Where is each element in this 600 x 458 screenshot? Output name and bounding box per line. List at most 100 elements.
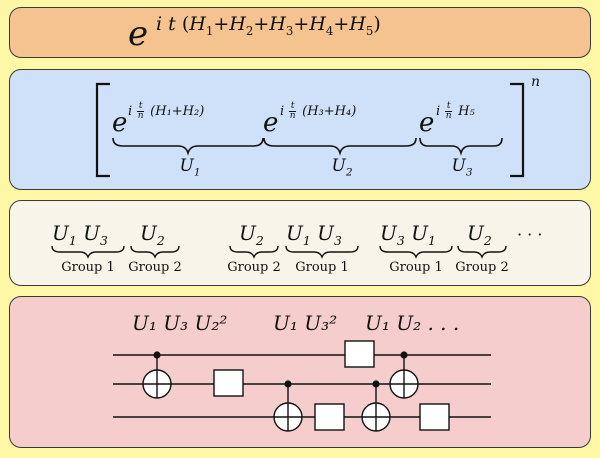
exp-h3: H xyxy=(269,13,286,35)
term2-frac-num: t xyxy=(290,101,295,111)
term3-label: U3 xyxy=(442,156,482,178)
term1-label: U1 xyxy=(170,156,210,178)
exp-h4: H xyxy=(309,13,326,35)
brace-item4 xyxy=(285,245,359,259)
term3-label-u: U xyxy=(451,156,466,176)
exponential-formula-panel: e i t (H1+H2+H3+H4+H5) xyxy=(9,7,591,58)
exp-plus-3: + xyxy=(293,13,310,35)
sequence-3: U₁ U₂ . . . xyxy=(365,311,459,335)
group-label-1: Group 1 xyxy=(61,260,115,275)
item1-u2: U xyxy=(83,221,100,245)
term2-frac-den: n xyxy=(289,111,296,121)
term3-i: i xyxy=(436,104,441,119)
underbrace-u3 xyxy=(419,137,503,156)
underbrace-u2 xyxy=(263,137,417,156)
term3-content: H₅ xyxy=(458,104,475,119)
item6-sub: 2 xyxy=(483,233,492,248)
term1-frac-num: t xyxy=(138,101,143,111)
item5-u2: U xyxy=(411,221,428,245)
term1-frac-den: n xyxy=(137,111,144,121)
sequence-2: U₁ U₃² xyxy=(273,311,337,335)
item5-sub: 3 xyxy=(396,233,405,248)
item1-u: U xyxy=(52,221,69,245)
outer-exponent-text: n xyxy=(531,74,541,90)
term2-label-u: U xyxy=(331,156,346,176)
exp-h1-sub: 1 xyxy=(205,23,214,38)
item4-sub: 1 xyxy=(302,233,311,248)
exp-h3-sub: 3 xyxy=(285,23,294,38)
term1-label-sub: 1 xyxy=(193,166,201,179)
term2-label: U2 xyxy=(322,156,362,178)
exp-plus-4: + xyxy=(333,13,350,35)
group-item-5: U3 U1 xyxy=(380,221,436,248)
group-item-3: U2 xyxy=(239,221,264,248)
term1-label-u: U xyxy=(179,156,194,176)
grouping-panel: U1 U3 U2 U2 U1 U3 U3 U1 U2 · · · Group 1… xyxy=(9,200,591,286)
exp-h2: H xyxy=(229,13,246,35)
term1-content: (H₁+H₂) xyxy=(150,104,205,119)
item4-sub2: 3 xyxy=(333,233,342,248)
group-item-2: U2 xyxy=(140,221,165,248)
item4-u: U xyxy=(286,221,303,245)
term1-i: i xyxy=(128,104,133,119)
exponential-base: e xyxy=(128,14,148,54)
group-label-4: Group 1 xyxy=(295,260,349,275)
group-ellipsis: · · · xyxy=(517,225,543,244)
group-item-4: U1 U3 xyxy=(286,221,342,248)
item5-u: U xyxy=(380,221,397,245)
group-label-5: Group 1 xyxy=(389,260,443,275)
brace-item3 xyxy=(229,245,279,259)
term3-e: e xyxy=(419,108,435,138)
term3-frac-den: n xyxy=(445,111,452,121)
sequence-3-text: U₁ U₂ . . . xyxy=(365,311,460,335)
control-dot-2 xyxy=(284,380,292,388)
gate-box-4 xyxy=(419,403,450,431)
group-item-6: U2 xyxy=(467,221,492,248)
term2-content: (H₃+H₄) xyxy=(302,104,357,119)
control-dot-3 xyxy=(372,380,380,388)
bracket-and-braces xyxy=(95,82,525,178)
sequence-1: U₁ U₃ U₂² xyxy=(132,311,227,335)
term1-e: e xyxy=(112,108,128,138)
exp-h1: H xyxy=(189,13,206,35)
exp-plus-2: + xyxy=(253,13,270,35)
exp-i: i xyxy=(156,13,163,35)
outer-exponent-n: n xyxy=(531,74,540,90)
left-bracket xyxy=(95,82,110,178)
group-item-1: U1 U3 xyxy=(52,221,108,248)
right-bracket xyxy=(510,82,525,178)
exp-h2-sub: 2 xyxy=(245,23,254,38)
quantum-circuit xyxy=(113,340,491,432)
gate-box-1 xyxy=(213,369,244,397)
grouping-braces xyxy=(51,245,507,259)
item4-u2: U xyxy=(317,221,334,245)
group-label-2: Group 2 xyxy=(128,260,182,275)
item6-u: U xyxy=(467,221,484,245)
sequence-2-text: U₁ U₃² xyxy=(273,311,338,335)
control-dot-4 xyxy=(400,351,408,359)
gate-box-3 xyxy=(314,403,345,431)
brace-item2 xyxy=(130,245,180,259)
item2-u: U xyxy=(140,221,157,245)
item2-sub: 2 xyxy=(156,233,165,248)
brace-item1 xyxy=(51,245,125,259)
term3-label-sub: 3 xyxy=(465,166,473,179)
group-label-6: Group 2 xyxy=(455,260,509,275)
underbrace-u1 xyxy=(112,137,264,156)
circuit-panel: U₁ U₃ U₂² U₁ U₃² U₁ U₂ . . . xyxy=(9,296,591,448)
exp-base-e: e xyxy=(128,14,149,54)
exp-h5: H xyxy=(349,13,366,35)
exp-h5-sub: 5 xyxy=(365,23,374,38)
control-dot-1 xyxy=(153,351,161,359)
exp-plus-1: + xyxy=(213,13,230,35)
exp-lparen: ( xyxy=(181,13,190,35)
brace-item6 xyxy=(457,245,507,259)
sequence-1-text: U₁ U₃ U₂² xyxy=(132,311,228,335)
item1-sub2: 3 xyxy=(99,233,108,248)
exp-t: t xyxy=(168,13,176,35)
